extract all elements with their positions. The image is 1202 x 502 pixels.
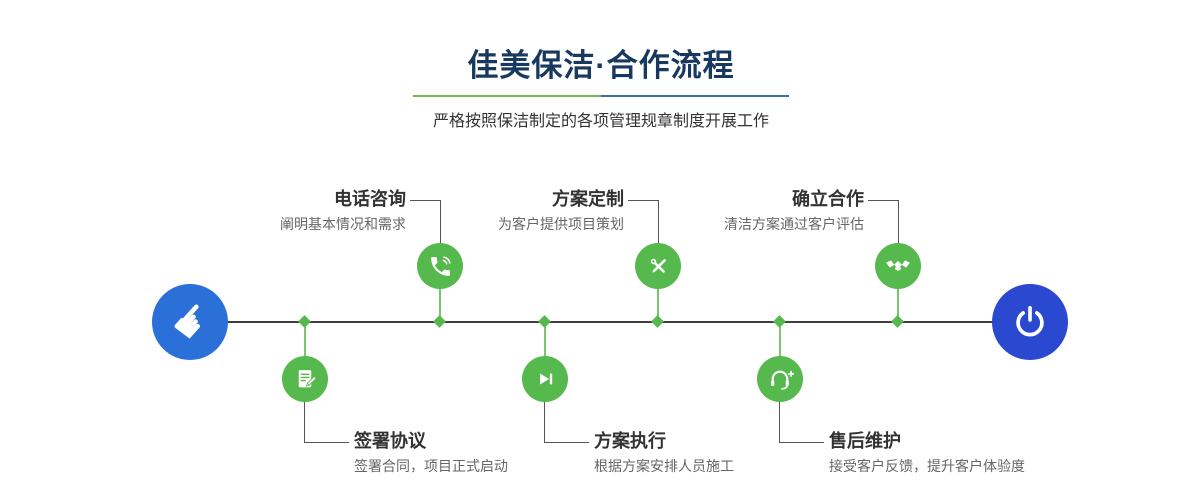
step-circle-handshake [875,243,921,289]
timeline-diamond-node [433,315,446,328]
step-title: 方案定制 [552,189,624,209]
step-label-contract: 签署协议 签署合同，项目正式启动 [354,429,674,475]
step-desc: 清洁方案通过客户评估 [724,216,864,232]
timeline-diamond-node [651,315,664,328]
stem-line [657,288,659,322]
step-title: 确立合作 [792,189,864,209]
stem-line [897,288,899,322]
stem-line [544,323,546,357]
page-subtitle: 严格按照保洁制定的各项管理规章制度开展工作 [432,113,769,130]
step-desc: 签署合同，项目正式启动 [354,458,508,474]
step-label-phone: 电话咨询 阐明基本情况和需求 [166,187,406,233]
connector-line [410,200,441,244]
timeline-diamond-node [298,315,311,328]
contract-icon [298,369,316,387]
step-label-execute: 方案执行 根据方案安排人员施工 [594,429,914,475]
connector-line [544,402,589,443]
timeline-line [190,321,1030,323]
timeline-diamond-node [891,315,904,328]
step-title: 签署协议 [354,431,426,451]
step-desc: 为客户提供项目策划 [498,216,624,232]
step-circle-contract [282,356,328,402]
stem-line [779,323,781,357]
title-divider [413,95,789,97]
step-label-aftersales: 售后维护 接受客户反馈，提升客户体验度 [829,429,1149,475]
hand-pointer-icon: ☛ [161,290,224,353]
stem-line [304,323,306,357]
headset-plus-icon [770,370,794,390]
stem-line [439,288,441,322]
timeline-diamond-node [538,315,551,328]
timeline-end-node [992,284,1068,360]
step-title: 售后维护 [829,431,901,451]
divider-blue-segment [601,95,789,97]
step-circle-aftersales [757,356,803,402]
handshake-icon [886,260,910,271]
timeline-start-node: ☛ [152,284,228,360]
step-circle-customize [635,243,681,289]
connector-line [628,200,659,244]
connector-line [304,402,349,443]
pencil-wrench-icon [650,258,666,273]
step-title: 电话咨询 [334,189,406,209]
step-title: 方案执行 [594,431,666,451]
connector-line [779,402,824,443]
step-circle-phone [417,243,463,289]
step-desc: 接受客户反馈，提升客户体验度 [829,458,1025,474]
connector-line [868,200,899,244]
step-desc: 根据方案安排人员施工 [594,458,734,474]
phone-icon [430,255,451,276]
step-circle-execute [522,356,568,402]
step-label-customize: 方案定制 为客户提供项目策划 [384,187,624,233]
step-label-cooperation: 确立合作 清洁方案通过客户评估 [624,187,864,233]
page-title: 佳美保洁·合作流程 [467,48,735,83]
play-forward-icon [540,373,553,385]
power-icon [1016,305,1044,337]
timeline-diamond-node [773,315,786,328]
step-desc: 阐明基本情况和需求 [280,216,406,232]
divider-green-segment [413,95,601,97]
